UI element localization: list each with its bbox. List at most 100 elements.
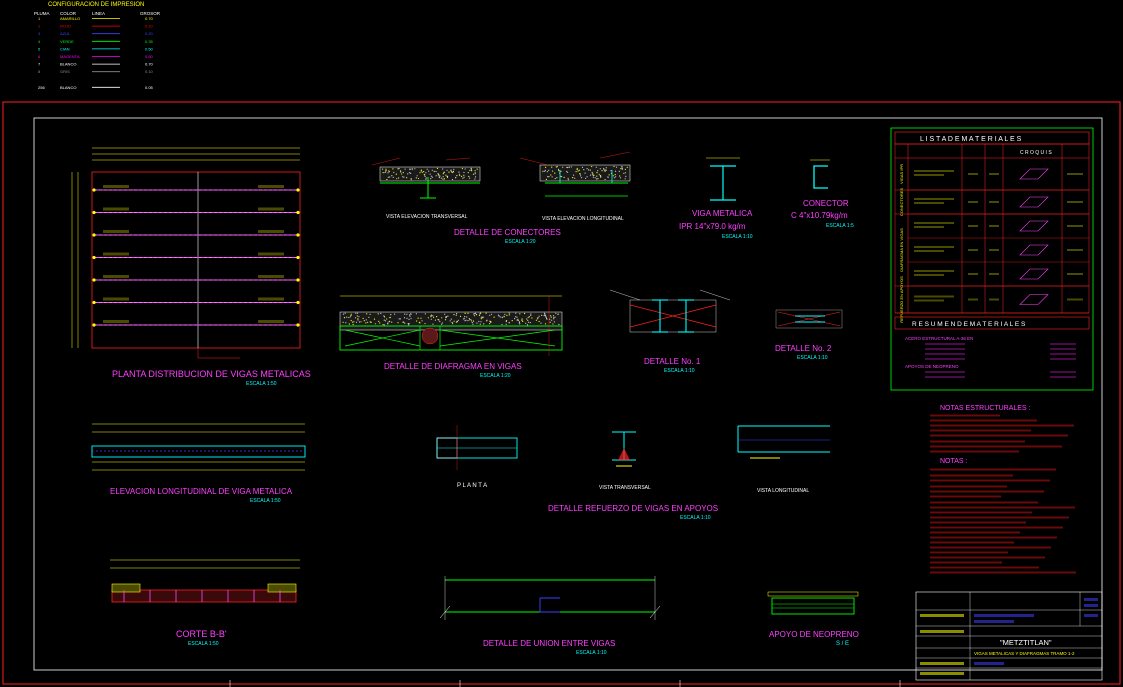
print-config-weight: 0.35 [145, 39, 154, 44]
concrete-aggregate-dot [584, 172, 586, 174]
concrete-aggregate-dot [608, 174, 610, 176]
concrete-aggregate-dot [610, 170, 612, 172]
concrete-aggregate-dot [461, 175, 463, 177]
concrete-aggregate-dot [528, 316, 530, 318]
title-block-field [1084, 614, 1098, 617]
concrete-aggregate-dot [468, 175, 470, 178]
concrete-aggregate-dot [469, 169, 471, 171]
title-block: "METZTITLAN" VIGAS METALICAS Y DIAFRAGMA… [915, 591, 1103, 681]
concrete-aggregate-dot [343, 317, 346, 319]
note-text-line [930, 429, 1031, 432]
concrete-aggregate-dot [433, 316, 435, 318]
concrete-aggregate-dot [356, 315, 358, 317]
project-name: "METZTITLAN" [1000, 638, 1052, 647]
concrete-aggregate-dot [530, 314, 532, 316]
print-config-weight: 0.05 [145, 85, 154, 90]
concrete-aggregate-dot [351, 321, 354, 323]
note-text-line [930, 501, 1038, 504]
refuerzo-drawing: P L A N T A VISTA TRANSVERSAL VISTA LONG… [436, 425, 830, 521]
concrete-aggregate-dot [445, 316, 447, 318]
concrete-aggregate-dot [479, 313, 481, 315]
concrete-aggregate-dot [430, 316, 432, 318]
concrete-aggregate-dot [530, 313, 532, 315]
materials-qty-bar [968, 173, 978, 175]
concrete-aggregate-dot [552, 323, 554, 325]
concrete-aggregate-dot [450, 170, 452, 172]
concrete-aggregate-dot [438, 177, 440, 179]
concrete-aggregate-dot [464, 315, 466, 318]
concrete-aggregate-dot [342, 321, 344, 323]
planta-beam-tag [258, 207, 284, 211]
concrete-aggregate-dot [406, 317, 408, 319]
concrete-aggregate-dot [444, 313, 446, 315]
concrete-aggregate-dot [545, 316, 547, 318]
concrete-aggregate-dot [439, 175, 441, 177]
print-config-header: PLUMA [34, 11, 50, 16]
materials-length-bar [989, 173, 999, 175]
concrete-aggregate-dot [620, 168, 622, 170]
concrete-aggregate-dot [404, 168, 406, 170]
concrete-aggregate-dot [433, 170, 435, 172]
concrete-aggregate-dot [515, 316, 517, 318]
concrete-aggregate-dot [489, 320, 491, 322]
concrete-aggregate-dot [396, 178, 398, 180]
concrete-aggregate-dot [403, 317, 406, 319]
concrete-aggregate-dot [567, 171, 569, 173]
concrete-aggregate-dot [386, 178, 388, 181]
print-config-pen: 1 [38, 16, 41, 21]
concrete-aggregate-dot [586, 168, 588, 170]
print-config-pen: 5 [38, 46, 41, 51]
concrete-aggregate-dot [409, 168, 411, 170]
concrete-aggregate-dot [615, 176, 617, 178]
concrete-aggregate-dot [472, 173, 475, 175]
concrete-aggregate-dot [605, 167, 607, 169]
concrete-aggregate-dot [355, 317, 357, 319]
concrete-aggregate-dot [387, 323, 389, 325]
note-text-line [930, 474, 1013, 477]
print-config-pen: 256 [38, 85, 45, 90]
planta-support-node [296, 233, 300, 237]
concrete-aggregate-dot [596, 172, 598, 174]
concrete-aggregate-dot [572, 177, 574, 179]
concrete-aggregate-dot [435, 175, 437, 177]
planta-beam-tag [258, 275, 284, 278]
note-text-line [930, 424, 1074, 427]
concrete-aggregate-dot [550, 315, 552, 317]
concrete-aggregate-dot [551, 176, 553, 178]
summary-title: R E S U M E N D E M A T E R I A L E S [912, 321, 1026, 328]
concrete-aggregate-dot [464, 320, 466, 322]
diafragma-scale: ESCALA 1:20 [480, 373, 511, 379]
concrete-aggregate-dot [525, 322, 527, 324]
note-text-line [930, 468, 1056, 471]
concrete-aggregate-dot [365, 319, 367, 321]
concrete-aggregate-dot [388, 170, 390, 172]
concrete-aggregate-dot [446, 169, 448, 171]
concrete-aggregate-dot [459, 315, 462, 317]
concrete-aggregate-dot [480, 318, 482, 320]
concrete-aggregate-dot [546, 318, 548, 320]
diafragma-title: DETALLE DE DIAFRAGMA EN VIGAS [384, 362, 522, 371]
concrete-aggregate-dot [618, 170, 620, 172]
concrete-aggregate-dot [526, 324, 529, 326]
materials-qty-bar [968, 273, 978, 275]
concrete-aggregate-dot [442, 176, 444, 178]
note-text-line [930, 434, 1068, 437]
concrete-aggregate-dot [379, 322, 381, 324]
planta-support-node [296, 278, 300, 282]
concrete-aggregate-dot [480, 316, 482, 318]
concrete-aggregate-dot [501, 323, 503, 326]
concrete-aggregate-dot [614, 174, 616, 176]
print-config-color: BLANCO [60, 62, 76, 67]
title-block-field [974, 614, 1034, 617]
concrete-aggregate-dot [474, 170, 476, 172]
concrete-aggregate-dot [542, 170, 544, 172]
materials-weight-bar [1067, 273, 1083, 275]
concrete-aggregate-dot [489, 323, 491, 325]
concrete-aggregate-dot [348, 316, 350, 319]
concrete-aggregate-dot [498, 315, 500, 317]
conectores-title: DETALLE DE CONECTORES [454, 228, 561, 237]
concrete-aggregate-dot [615, 166, 618, 168]
concrete-aggregate-dot [416, 320, 418, 322]
concrete-aggregate-dot [436, 167, 439, 169]
